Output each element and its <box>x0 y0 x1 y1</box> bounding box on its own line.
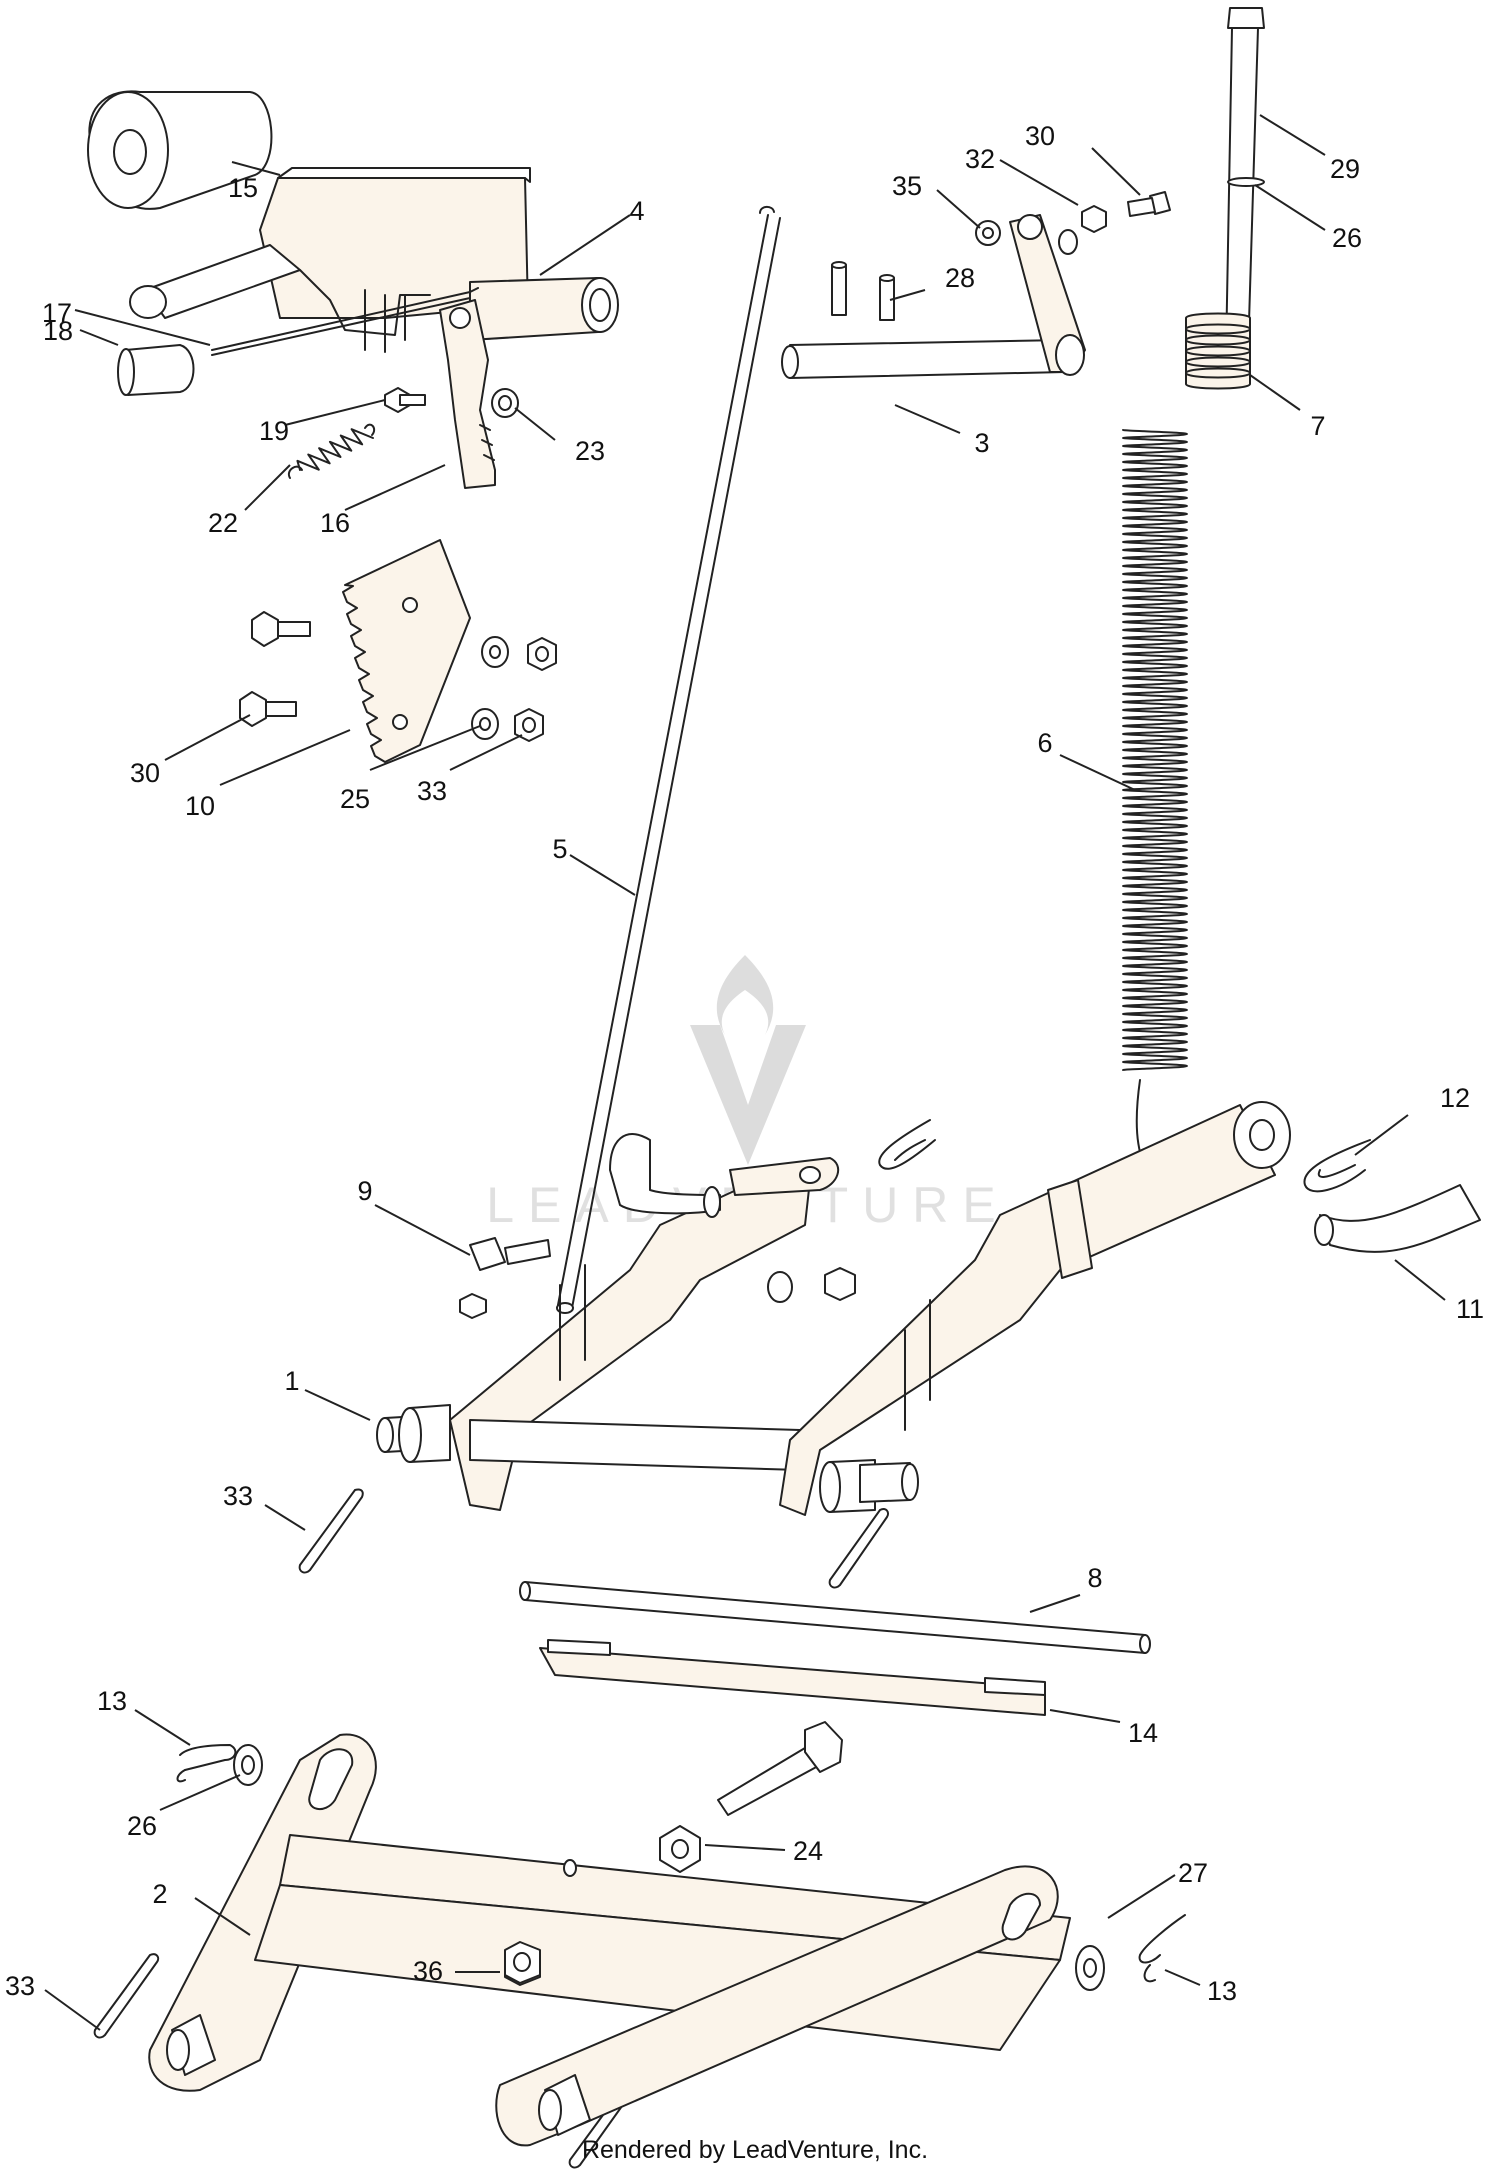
callout-28: 29 <box>1330 154 1360 184</box>
part-16-latch-lever <box>439 299 496 489</box>
callout-1: 1 <box>284 1366 299 1396</box>
part-3-cross-shaft <box>781 214 1086 379</box>
callout-7: 7 <box>1310 411 1325 441</box>
callout-22: 23 <box>575 436 605 466</box>
callout-15: 15 <box>228 173 258 203</box>
part-17-latch-rod <box>211 287 479 356</box>
part-35-lock-washer <box>975 220 1001 246</box>
part-20-extension-spring <box>287 423 376 479</box>
callout-8: 8 <box>1087 1563 1102 1593</box>
part-12-hair-pin <box>1303 1139 1371 1193</box>
callout-19: 19 <box>259 416 289 446</box>
callout-24: 25 <box>340 784 370 814</box>
callout-17: 17 <box>42 298 72 328</box>
part-7-spring-anchor <box>1185 312 1251 390</box>
callout-3: 3 <box>974 428 989 458</box>
part-25-ring <box>1227 177 1265 187</box>
callout-35: 35 <box>892 171 922 201</box>
part-36-lock-nut <box>504 1941 541 1984</box>
callout-33-lower: 33 <box>5 1971 35 2001</box>
callout-14: 14 <box>1128 1718 1158 1748</box>
part-19-shoulder-bolt <box>384 387 426 413</box>
callout-36: 36 <box>413 1956 443 1986</box>
part-13-hair-pin-right <box>1138 1914 1186 1983</box>
hair-pin-upper <box>878 1119 936 1170</box>
rendered-by-credit: Rendered by LeadVenture, Inc. <box>582 2136 928 2164</box>
part-27-roll-pins <box>831 261 895 321</box>
part-15-handle-grip <box>87 90 273 210</box>
callout-30: 30 <box>130 758 160 788</box>
part-4-lift-handle <box>129 167 619 353</box>
callout-26-right: 27 <box>1178 1858 1208 1888</box>
callout-labels: 15 4 17 18 19 23 22 16 30 10 25 33 5 6 2… <box>5 121 1484 2006</box>
callout-13-right: 13 <box>1207 1976 1237 2006</box>
part-11-bent-pin <box>1314 1184 1481 1253</box>
part-26-washer-left <box>233 1744 263 1786</box>
part-29-bolt <box>1127 191 1171 217</box>
part-5-lift-rod <box>556 205 781 1314</box>
part-6-compression-spring <box>1121 429 1188 1217</box>
part-30b-washer <box>1058 229 1078 255</box>
part-30-hex-bolts <box>239 611 311 727</box>
callout-5: 5 <box>552 834 567 864</box>
part-8-long-pin <box>519 1581 1151 1654</box>
callout-31: 32 <box>965 144 995 174</box>
callout-27: 28 <box>945 263 975 293</box>
part-14-channel-bar <box>539 1639 1046 1716</box>
callout-16: 16 <box>320 508 350 538</box>
callout-20: 22 <box>208 508 238 538</box>
callout-33-upper: 33 <box>223 1481 253 1511</box>
part-1-lift-arm-assembly <box>376 1101 1291 1516</box>
part-22-lock-nut <box>491 388 519 418</box>
callout-13-left: 13 <box>97 1686 127 1716</box>
part-13-hair-pin-left <box>176 1744 237 1783</box>
part-24-flat-washers <box>471 636 509 740</box>
part-31-hex-nut <box>1081 205 1107 233</box>
leader-lines <box>44 114 1446 2031</box>
callout-23: 24 <box>793 1836 823 1866</box>
callout-2: 2 <box>152 1879 167 1909</box>
callout-10: 10 <box>185 791 215 821</box>
part-33-cotter-pins <box>93 1488 890 2169</box>
callout-6: 6 <box>1037 728 1052 758</box>
callout-26-left: 26 <box>127 1811 157 1841</box>
part-2-lower-frame <box>148 1733 1071 2147</box>
part-9-swivel-block <box>459 1237 551 1319</box>
part-18-end-cap <box>117 344 195 396</box>
part-32-lock-nuts <box>514 637 557 742</box>
part-26-washer-right <box>1075 1945 1105 1991</box>
part-23-bolt-and-nut <box>659 1721 843 1873</box>
callout-9: 9 <box>357 1176 372 1206</box>
callout-29: 30 <box>1025 121 1055 151</box>
callout-12: 12 <box>1440 1083 1470 1113</box>
callout-25: 26 <box>1332 223 1362 253</box>
callout-4: 4 <box>629 196 644 226</box>
part-10-notched-sector-plate <box>342 539 471 763</box>
callout-11: 11 <box>1456 1294 1484 1324</box>
callout-32: 33 <box>417 776 447 806</box>
callout-18: 18 <box>43 316 73 346</box>
